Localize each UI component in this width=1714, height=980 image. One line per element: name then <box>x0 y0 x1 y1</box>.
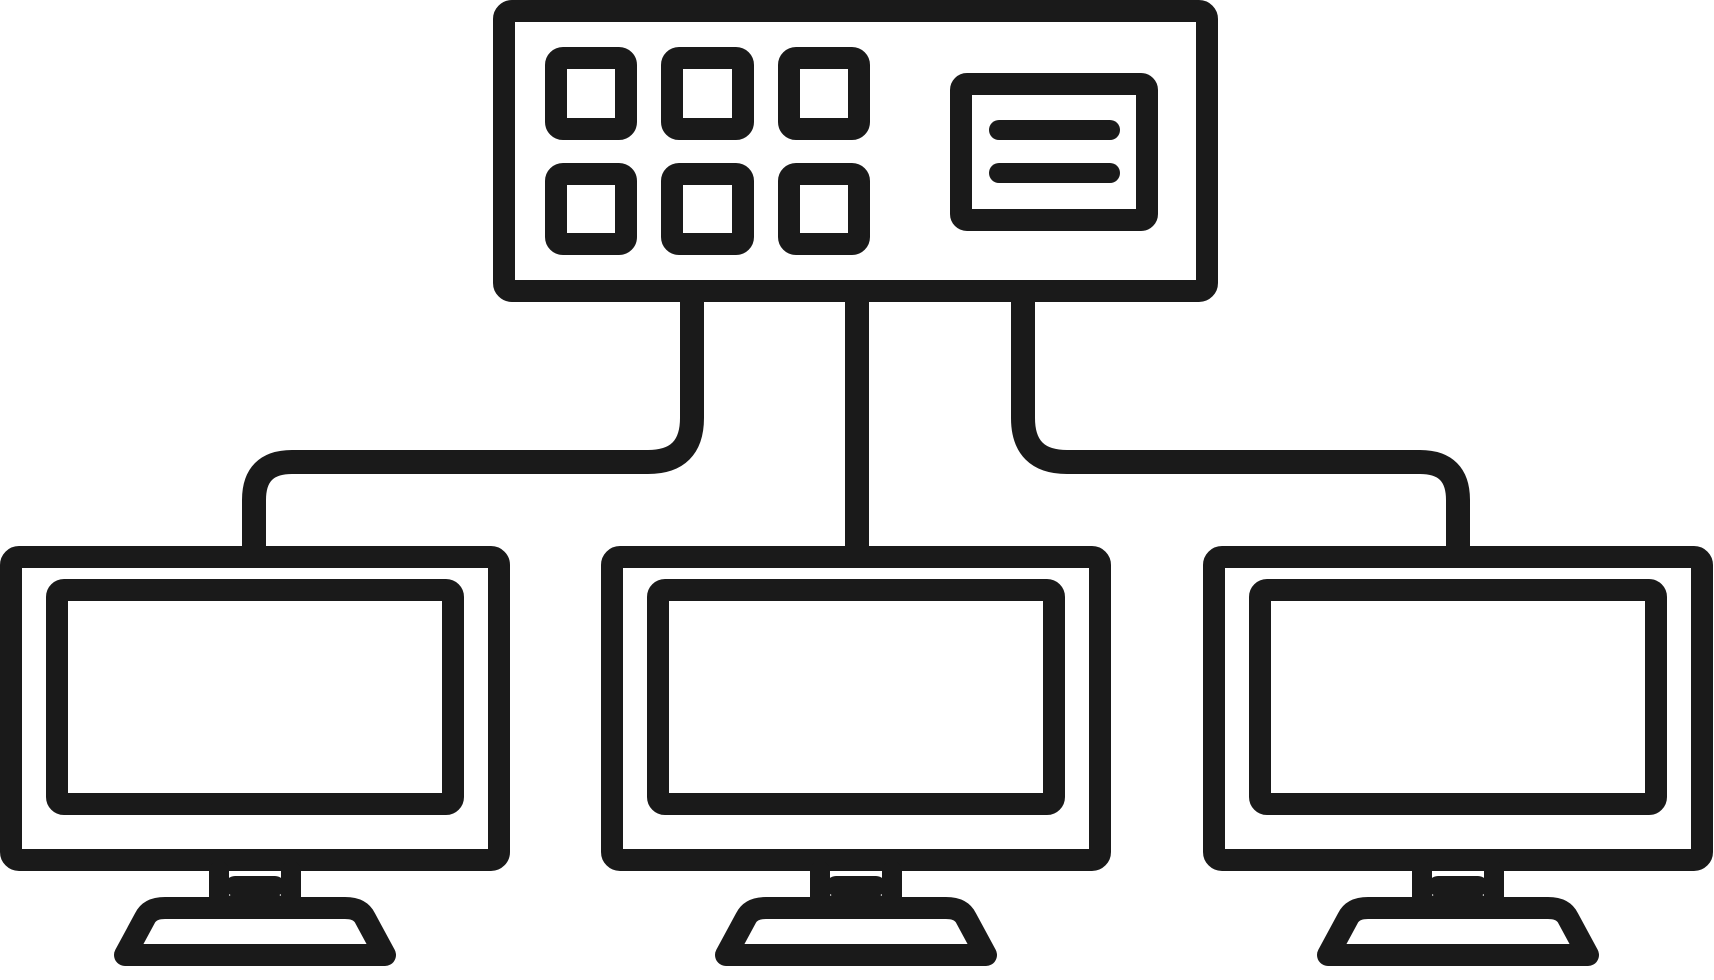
monitor-bezel <box>1203 546 1713 871</box>
client-monitors <box>0 546 1713 966</box>
switch-port-5 <box>661 163 754 255</box>
switch-port-1 <box>545 47 637 140</box>
switch-body <box>493 0 1218 302</box>
monitor-icon <box>601 546 1111 966</box>
monitor-screen <box>647 579 1065 815</box>
switch-port-4 <box>545 163 637 255</box>
switch-ports <box>545 47 870 255</box>
monitor-icon <box>1203 546 1713 966</box>
cable-left <box>242 302 704 548</box>
switch-display <box>950 73 1158 231</box>
switch-port-6 <box>778 163 870 255</box>
monitor-neck <box>1412 861 1504 914</box>
connection-cables <box>242 302 1470 548</box>
switch-port-2 <box>661 47 754 140</box>
monitor-stand <box>715 897 997 966</box>
switch-port-3 <box>778 47 870 140</box>
monitor-icon <box>0 546 510 966</box>
monitor-bezel <box>0 546 510 871</box>
monitor-neck <box>209 861 301 914</box>
network-switch-icon <box>493 0 1218 302</box>
monitor-stand <box>114 897 396 966</box>
cable-right <box>1011 302 1470 548</box>
monitor-bezel <box>601 546 1111 871</box>
monitor-stand <box>1317 897 1599 966</box>
monitor-neck <box>810 861 902 914</box>
monitor-screen <box>1249 579 1667 815</box>
monitor-screen <box>46 579 464 815</box>
